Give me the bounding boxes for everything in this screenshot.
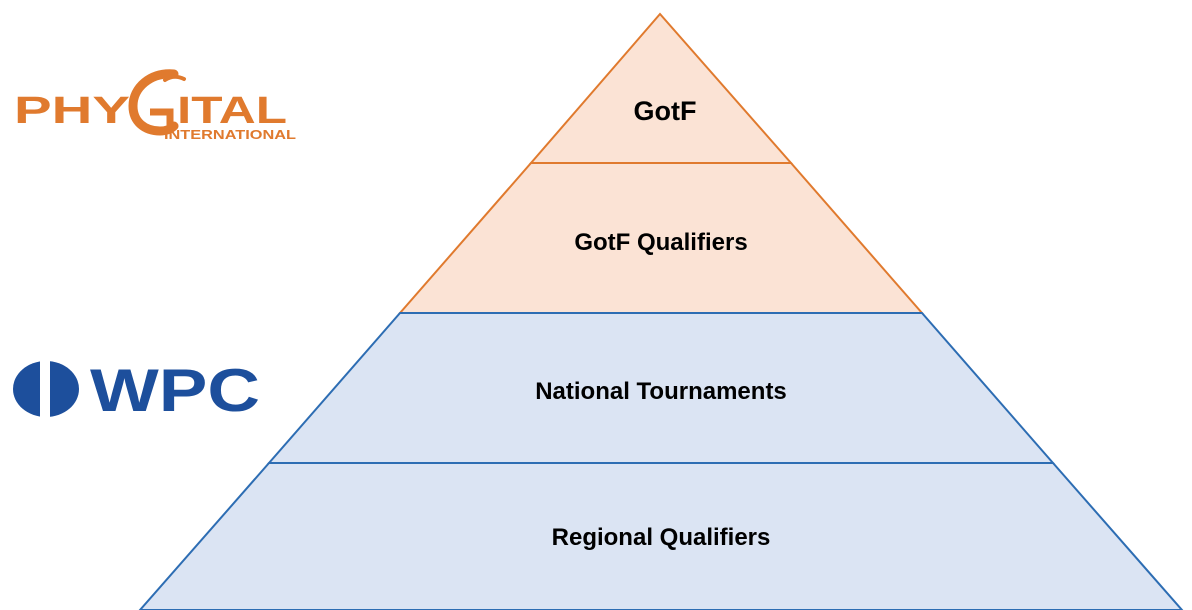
tier-label-gotf-qualifiers: GotF Qualifiers	[574, 229, 747, 256]
phygital-wordmark-right: ITAL	[177, 90, 287, 132]
tier-label-regional-qualifiers: Regional Qualifiers	[552, 524, 771, 551]
wpc-wordmark: WPC	[90, 357, 260, 424]
phygital-logo: PHY ITAL INTERNATIONAL	[14, 69, 296, 142]
tier-label-gotf: GotF	[634, 96, 697, 126]
phygital-g-emblem	[128, 69, 186, 136]
phygital-subtitle: INTERNATIONAL	[164, 128, 296, 142]
tier-regional-qualifiers	[138, 462, 1184, 610]
tier-gotf	[528, 12, 794, 164]
tier-label-national-tournaments: National Tournaments	[535, 378, 787, 405]
wpc-emblem	[13, 358, 79, 420]
wpc-logo: WPC	[13, 357, 260, 424]
phygital-wordmark-left: PHY	[14, 90, 130, 132]
